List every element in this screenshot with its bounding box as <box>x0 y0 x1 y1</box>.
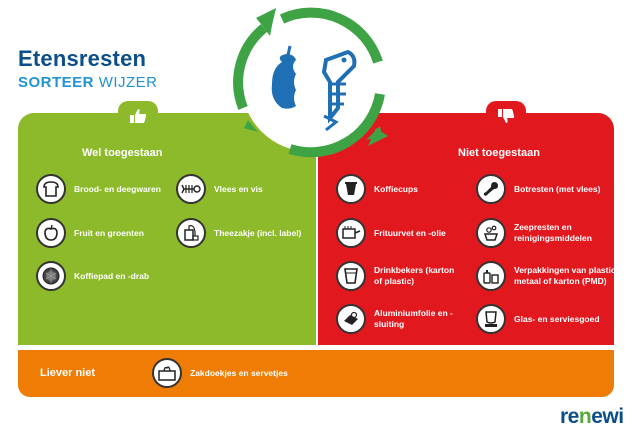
not-allowed-item-label: Frituurvet en -olie <box>374 227 446 238</box>
allowed-item: Vlees en vis <box>176 174 302 204</box>
not-allowed-item-label: Zeepresten en reinigingsmiddelen <box>514 222 592 243</box>
not-allowed-item-label: Aluminiumfolie en -sluiting <box>374 308 453 329</box>
subtitle-strong: SORTEER <box>18 74 95 91</box>
not-allowed-item-label: Verpakkingen van plastic, metaal of kart… <box>514 265 618 286</box>
not-allowed-item: Aluminiumfolie en -sluiting <box>336 304 462 334</box>
tea-bag-icon <box>184 225 199 241</box>
renewi-logo: renewi <box>560 405 624 428</box>
not-allowed-item: Glas- en serviesgoed <box>476 304 602 334</box>
not-allowed-item-label: Drinkbekers (karton of plastic) <box>374 265 455 286</box>
not-allowed-item: Zeepresten en reinigingsmiddelen <box>476 218 602 248</box>
fish-skeleton-icon <box>321 49 357 132</box>
soap-icon <box>483 225 499 241</box>
fish-bone-icon <box>181 184 201 194</box>
coffee-pad-icon <box>42 267 60 285</box>
glass-icon <box>485 311 497 327</box>
not-allowed-item: Drinkbekers (karton of plastic) <box>336 261 462 291</box>
not-allowed-item: Koffiecups <box>336 174 462 204</box>
allowed-item-label: Vlees en vis <box>214 183 263 194</box>
not-allowed-item: Frituurvet en -olie <box>336 218 462 248</box>
allowed-item-label: Theezakje (incl. label) <box>214 227 302 238</box>
coffee-cup-icon <box>345 182 357 195</box>
allowed-item: Brood- en deegwaren <box>36 174 162 204</box>
rather-not-item: Zakdoekjes en servetjes <box>152 358 320 388</box>
packaging-icon <box>483 270 499 284</box>
recycle-background <box>241 12 381 152</box>
not-allowed-item-label: Botresten (met vlees) <box>514 183 601 194</box>
rather-not-panel: Liever niet Zakdoekjes en servetjes <box>18 350 614 397</box>
rather-not-heading: Liever niet <box>40 367 96 379</box>
foil-icon <box>344 311 358 325</box>
fryer-icon <box>342 226 361 239</box>
allowed-item: Theezakje (incl. label) <box>176 218 302 248</box>
bread-icon <box>43 181 59 197</box>
allowed-item-label: Fruit en groenten <box>74 227 144 238</box>
tissue-box-icon <box>158 366 176 381</box>
not-allowed-item-label: Koffiecups <box>374 183 418 194</box>
recycle-graphic <box>233 7 388 158</box>
not-allowed-item-label: Glas- en serviesgoed <box>514 313 600 324</box>
allowed-item: Koffiepad en -drab <box>36 261 194 291</box>
allowed-item-label: Brood- en deegwaren <box>74 183 161 194</box>
allowed-tab <box>118 101 158 131</box>
allowed-panel: Wel toegestaan Brood- en deegwaren Vlees… <box>18 101 316 345</box>
thumbs-up-icon <box>130 109 147 123</box>
allowed-heading: Wel toegestaan <box>82 147 163 159</box>
subtitle-light: WIJZER <box>98 74 158 91</box>
allowed-item: Fruit en groenten <box>36 218 162 248</box>
apple-icon <box>44 224 58 241</box>
drinking-cup-icon <box>344 268 358 284</box>
not-allowed-item: Verpakkingen van plastic, metaal of kart… <box>476 261 622 291</box>
not-allowed-heading: Niet toegestaan <box>458 147 540 159</box>
apple-core-icon <box>271 45 296 109</box>
thumbs-down-icon <box>498 109 515 123</box>
not-allowed-panel: Niet toegestaan Koffiecups Botresten (me… <box>318 101 618 345</box>
page-subtitle: SORTEER WIJZER <box>18 74 158 91</box>
recycle-arrows-icon <box>233 7 388 158</box>
not-allowed-tab <box>486 101 526 131</box>
page-title: Etensresten <box>18 46 147 71</box>
not-allowed-item: Botresten (met vlees) <box>476 174 602 204</box>
bone-icon <box>483 182 498 196</box>
rather-not-item-label: Zakdoekjes en servetjes <box>190 367 288 378</box>
allowed-item-label: Koffiepad en -drab <box>74 270 150 281</box>
